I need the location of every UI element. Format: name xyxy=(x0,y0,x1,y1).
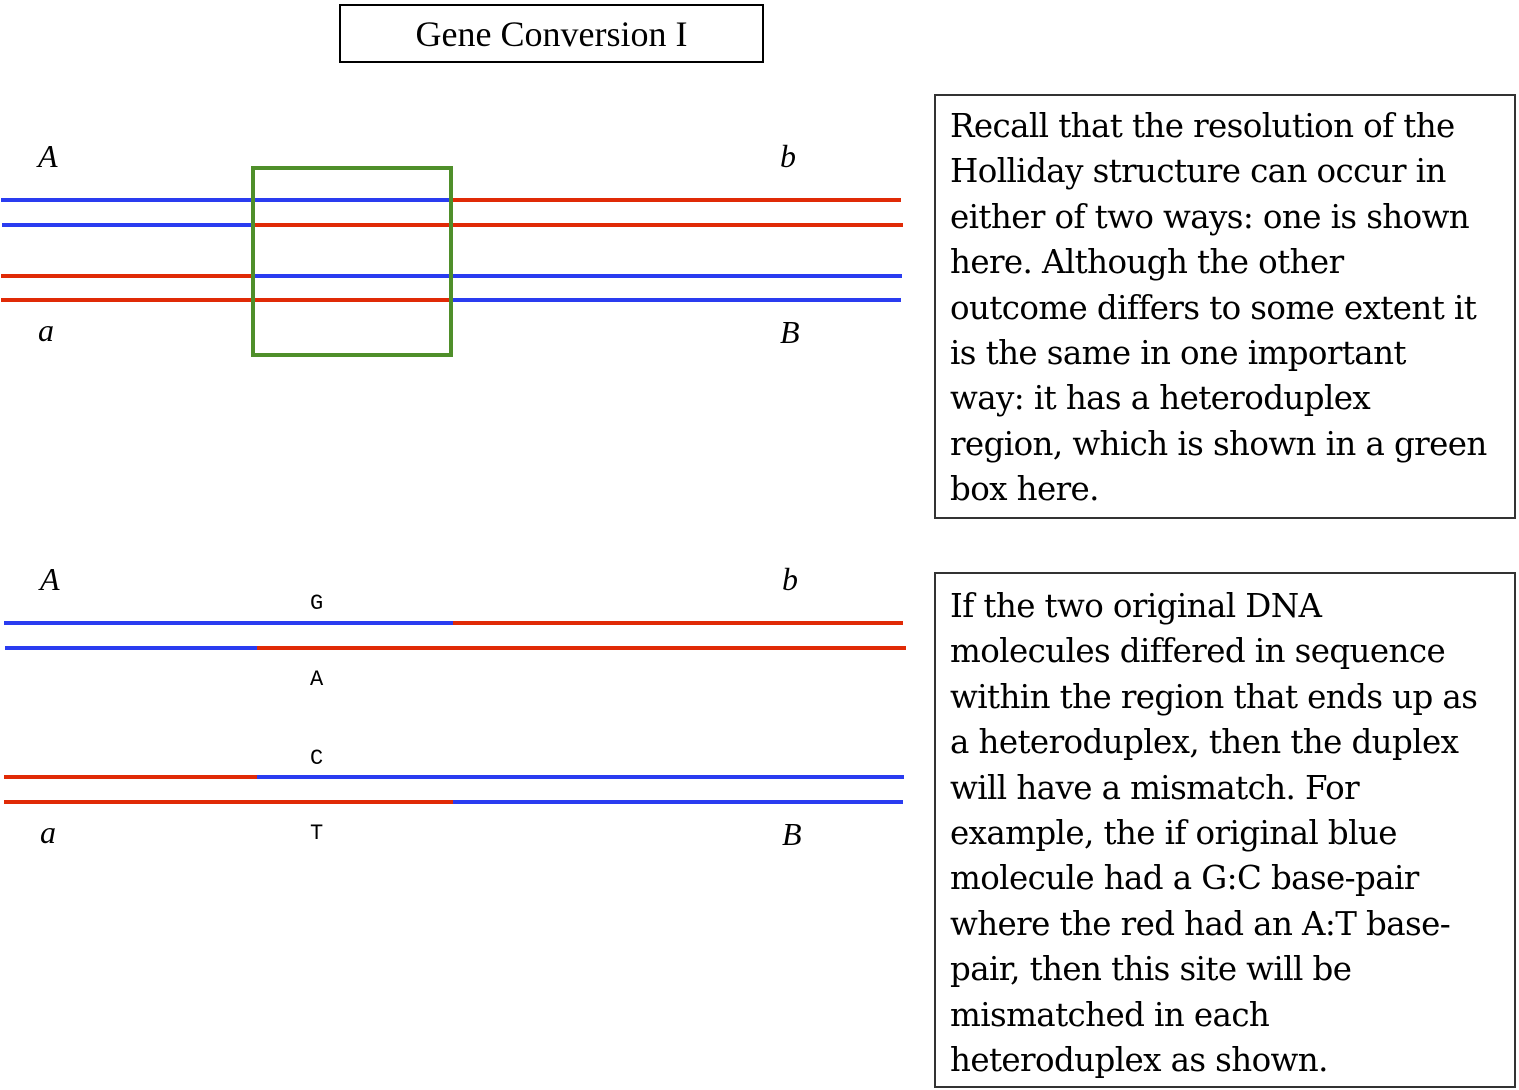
dna-strands-diagram1 xyxy=(1,198,903,302)
text-line: pair, then this site will be xyxy=(950,950,1352,989)
text-line: region, which is shown in a green xyxy=(950,424,1487,463)
text-line: outcome differs to some extent it xyxy=(950,288,1477,327)
base-label-G: G xyxy=(310,591,323,616)
text-line: box here. xyxy=(950,470,1100,509)
text-line: If the two original DNA xyxy=(950,587,1322,625)
base-label-A: A xyxy=(310,667,324,692)
gene-label-A-top: A xyxy=(38,561,60,597)
text-line: molecule had a G:C base-pair xyxy=(950,859,1419,898)
text-line: here. Although the other xyxy=(950,243,1344,282)
text-line: within the region that ends up as xyxy=(950,677,1478,716)
text-line: will have a mismatch. For xyxy=(950,768,1360,807)
gene-label-B-bottom: B xyxy=(780,314,800,350)
gene-label-B-bottom: B xyxy=(782,816,802,852)
text-line: Holliday structure can occur in xyxy=(950,152,1446,191)
diagram-holliday-resolution: A a b B xyxy=(1,138,903,357)
text-line: way: it has a heteroduplex xyxy=(950,379,1371,418)
text-line: is the same in one important xyxy=(950,334,1406,373)
explanation-box-mismatch: If the two original DNA molecules differe… xyxy=(934,572,1516,1088)
base-label-C: C xyxy=(310,746,323,771)
heteroduplex-highlight-box xyxy=(251,166,453,357)
text-line: a heteroduplex, then the duplex xyxy=(950,723,1459,762)
diagram-mismatch: A a b B G A C T xyxy=(4,561,906,852)
dna-diagrams: A a b B A a b B G A C T xyxy=(1,138,906,852)
text-line: example, the if original blue xyxy=(950,814,1397,853)
gene-label-A-top: A xyxy=(36,138,58,174)
gene-label-b-top: b xyxy=(780,138,796,174)
text-line: where the red had an A:T base- xyxy=(950,904,1451,943)
text-line: either of two ways: one is shown xyxy=(950,197,1470,236)
text-line: molecules differed in sequence xyxy=(950,632,1446,671)
text-line: heteroduplex as shown. xyxy=(950,1041,1328,1080)
text-line: mismatched in each xyxy=(950,995,1270,1034)
slide-title: Gene Conversion I xyxy=(339,4,764,63)
text-line: Recall that the resolution of the xyxy=(950,107,1455,145)
base-label-T: T xyxy=(310,821,323,846)
gene-label-a-bottom: a xyxy=(38,312,54,348)
dna-strands-diagram2 xyxy=(4,621,906,804)
gene-label-b-top: b xyxy=(782,561,798,597)
gene-label-a-bottom: a xyxy=(40,814,56,850)
